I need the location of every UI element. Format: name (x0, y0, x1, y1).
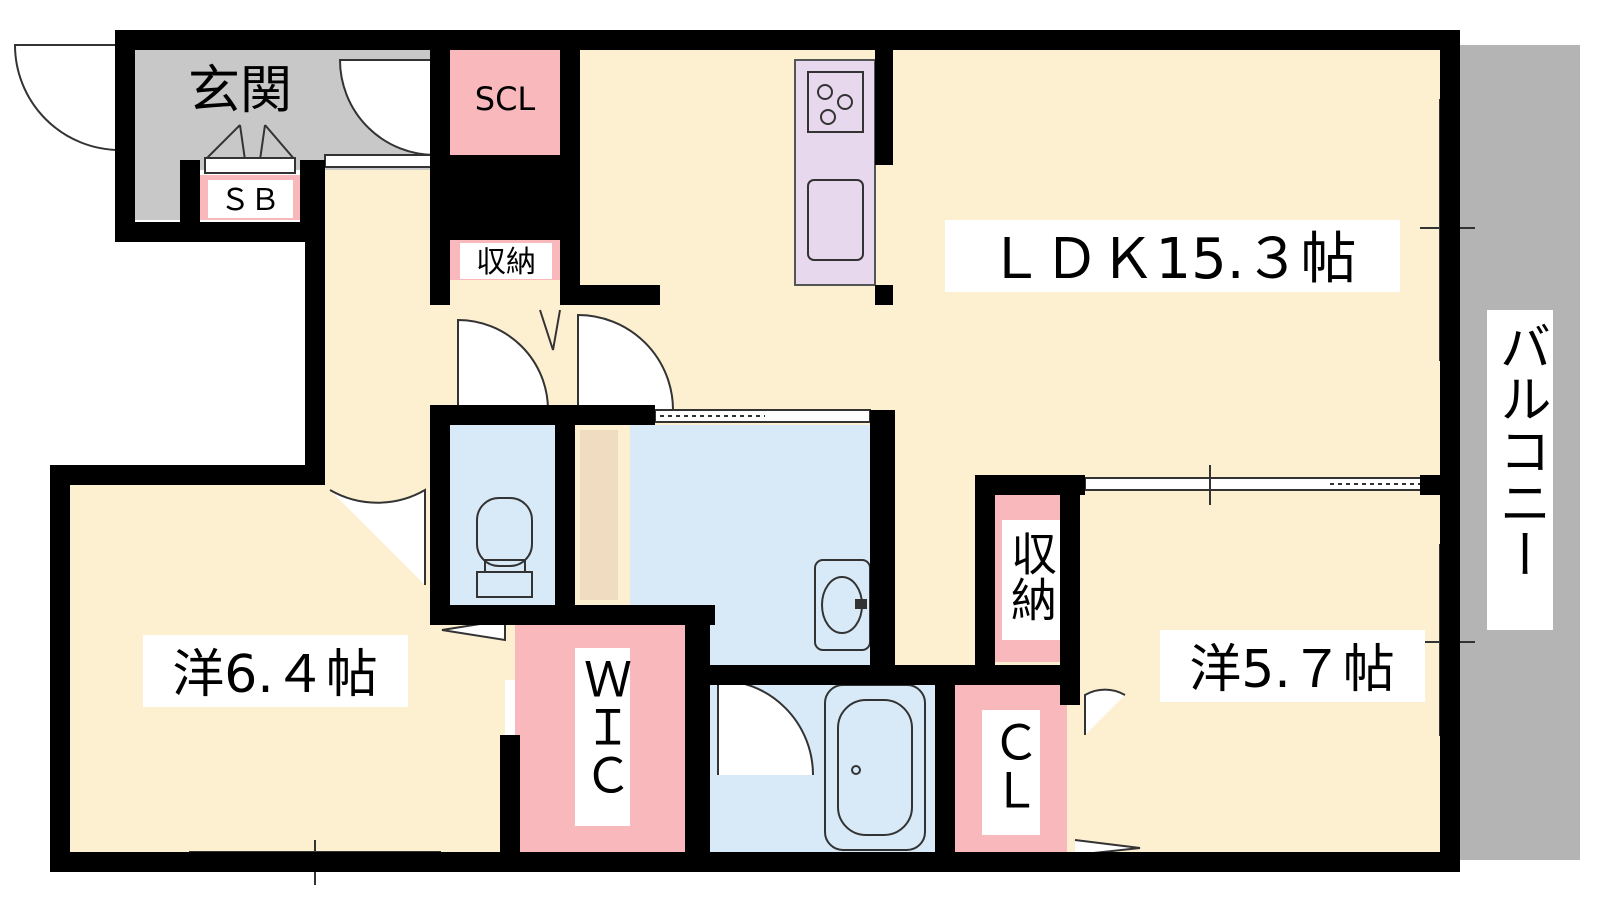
balcony-label: バルコニー (1490, 320, 1550, 580)
wall-washroom-right (870, 410, 895, 675)
toilet-area (445, 425, 555, 605)
hall-area (320, 155, 440, 480)
wall-left-outer (50, 465, 70, 870)
wall-hall-left (305, 160, 325, 480)
shoebox-frame (204, 157, 296, 174)
wic-label-bg (575, 648, 630, 826)
cl-label-bg (982, 710, 1040, 835)
entrance-inner-door (338, 59, 436, 156)
wall-closet-mid-right (1060, 475, 1080, 705)
wall-closet-bottom (560, 285, 660, 305)
balcony-label-bg (1487, 310, 1553, 630)
stove-icon (807, 71, 864, 133)
toilet-icon (476, 497, 533, 598)
sb-label-bg (208, 180, 293, 218)
walls (50, 30, 1460, 872)
kitchen-counter (794, 59, 876, 286)
scl-box (450, 45, 560, 155)
wall-core-bottom (430, 605, 715, 625)
wall-left-entrance (115, 30, 135, 240)
wall-top (115, 30, 1460, 50)
west-room-2-label-bg (1160, 630, 1425, 702)
bathroom-area (810, 670, 935, 855)
closet-door-mark (539, 309, 561, 351)
room-labels: ＬＤＫ15.３帖 洋6.４帖 洋5.７帖 玄関 バルコニー (143, 61, 1553, 707)
west-room-1-door (329, 488, 426, 585)
wall-bath-right (935, 665, 955, 865)
west-room-1-label-bg (143, 635, 408, 707)
wall-bath-top (710, 665, 1080, 685)
ldk-label-bg (945, 220, 1400, 292)
closet-mid-label-bg (1002, 520, 1060, 640)
wall-closet-mid-left (975, 475, 995, 675)
room-fills (65, 45, 1580, 860)
wall-wic-left (500, 735, 520, 865)
wall-kitchen-divider-2 (875, 285, 893, 305)
closet-top-label: 収納 (476, 245, 536, 280)
wall-right-outer (1440, 30, 1460, 872)
ldk-label: ＬＤＫ15.３帖 (987, 227, 1356, 292)
wall-wic-right (685, 605, 710, 865)
hall-door-left (457, 318, 549, 411)
wall-west-room-2-top-right (1420, 475, 1460, 495)
hall-door-right (577, 313, 674, 411)
doors (13, 44, 1141, 856)
scl-label: SCL (475, 80, 536, 118)
west-room-2-door (1084, 688, 1126, 735)
wall-west-room-2-top (975, 475, 1085, 495)
wic-label: ＷＩＣ (575, 655, 631, 799)
closet-top-label-bg (460, 243, 552, 279)
wall-kitchen-divider-1 (875, 30, 893, 165)
entrance-door (13, 44, 121, 151)
sink-icon (807, 179, 864, 261)
wall-toilet-right (555, 410, 575, 625)
west-room-2-label: 洋5.７帖 (1189, 640, 1395, 700)
wall-toilet-top (430, 405, 655, 425)
wall-storage-block (430, 155, 580, 240)
wall-toilet-left (430, 410, 450, 625)
entrance-frame (324, 154, 436, 168)
west-room-1-label: 洋6.４帖 (172, 645, 378, 705)
closet-mid-label: 収納 (1004, 530, 1058, 622)
entrance-label: 玄関 (188, 61, 292, 121)
cl-label: ＣＬ (983, 718, 1039, 814)
wall-shoebox-left (180, 160, 200, 225)
wall-entrance-bottom (115, 222, 325, 242)
wall-shoebox-right (300, 160, 320, 225)
sb-label: ＳＢ (220, 183, 280, 218)
shoebox-doors (204, 124, 296, 161)
wall-west-room-1-top (50, 465, 325, 485)
storage-labels: SCL ＳＢ 収納 収納 ＷＩＣ ＣＬ (208, 80, 1060, 835)
slider-west-room-2-top (1084, 477, 1436, 491)
corridor-strip (580, 430, 618, 600)
wall-bottom (50, 852, 1460, 872)
